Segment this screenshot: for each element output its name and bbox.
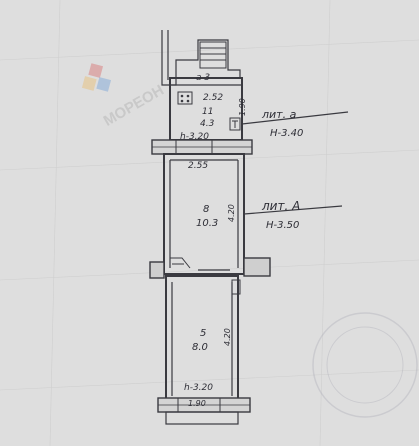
stair-steps	[199, 41, 227, 69]
top-label: a 3	[196, 73, 210, 83]
room-11: a 3 2.52 11 4.3 1.90 h-3.20	[169, 73, 247, 142]
room-8-area: 10.3	[196, 218, 218, 229]
bottom-window: 1.90	[157, 397, 251, 425]
room-11-height: h-3.20	[180, 132, 209, 142]
room-11-width: 2.52	[203, 93, 223, 103]
stamp-seal	[312, 312, 418, 418]
annotation-2-height: H-3.50	[266, 220, 299, 231]
annotation-1-height: H-3.40	[270, 128, 303, 139]
room-8-number: 8	[203, 204, 209, 215]
stair-annex	[161, 30, 241, 86]
room-5-width: 1.90	[188, 399, 206, 408]
room-11-area: 4.3	[200, 119, 215, 129]
room-8-width: 2.55	[188, 161, 208, 171]
partition-band	[151, 139, 253, 155]
annotation-1-text: лит. а	[261, 108, 297, 121]
annotation-lit-a-small: лит. а H-3.40	[241, 108, 349, 139]
room-5-length: 4.20	[223, 328, 232, 346]
annotation-2-text: лит. А	[261, 199, 300, 213]
room-11-number: 11	[202, 107, 213, 117]
room-11-length: 1.90	[238, 98, 247, 116]
wall-blocks	[149, 257, 271, 279]
annotation-lit-a-large: лит. А H-3.50	[243, 199, 343, 231]
stove-icon	[177, 91, 193, 105]
stair-symbol	[169, 257, 191, 269]
room-5-number: 5	[200, 328, 206, 339]
room-8-length: 4.20	[227, 204, 236, 222]
room-5-area: 8.0	[192, 342, 208, 353]
room-5-height: h-3.20	[184, 383, 213, 393]
toilet-icon	[229, 117, 241, 131]
